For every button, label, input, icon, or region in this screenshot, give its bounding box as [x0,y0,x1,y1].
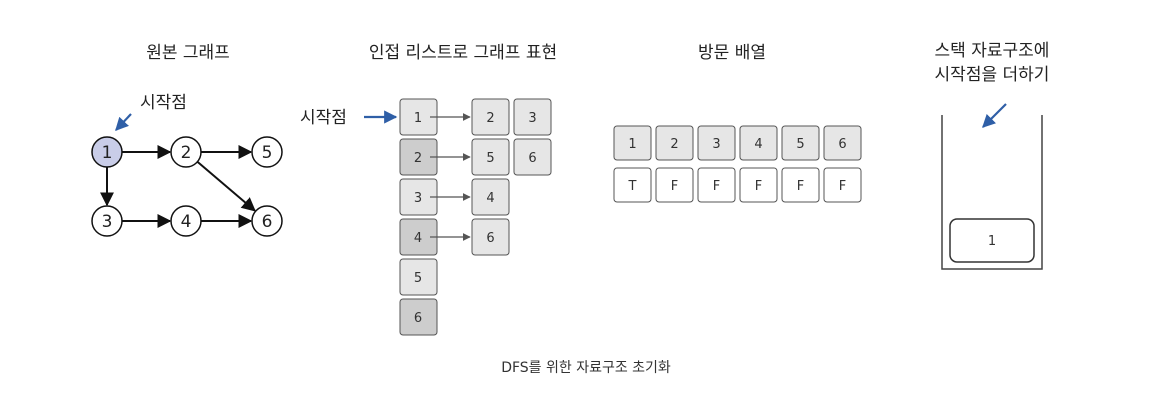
stack-title-line1: 스택 자료구조에 [935,41,1050,61]
adjacency-node-label-2: 2 [414,151,422,166]
adjacency-neighbor-label-1-3: 3 [528,111,536,126]
graph-node-3 [91,205,123,237]
adjacency-neighbor-label-2-5: 5 [486,151,494,166]
graph-start-arrow [115,113,132,131]
adjacency-neighbor-label-2-6: 6 [528,151,536,166]
adjacency-neighbor-label-1-2: 2 [486,111,494,126]
visited-value-label-1: T [628,179,637,194]
adjacency-list-title: 인접 리스트로 그래프 표현 [369,43,557,63]
visited-value-label-3: F [713,179,720,194]
visited-value-cell-3 [697,167,736,203]
adjacency-node-label-4: 4 [414,231,422,246]
visited-index-cell-5 [781,125,820,161]
stack-push-arrow [982,103,1007,128]
graph-node-2 [170,136,202,168]
visited-value-cell-4 [739,167,778,203]
stack-container [941,115,1043,270]
visited-value-cell-2 [655,167,694,203]
graph-node-label-3: 3 [102,212,113,232]
original-graph: 1 2 3 4 5 6 [91,136,283,237]
adjacency-neighbor-cell-2-5 [471,138,510,176]
stack-item-label: 1 [988,234,996,249]
adjacency-neighbor-cell-1-3 [513,98,552,136]
visited-index-cell-6 [823,125,862,161]
stack: 1 [941,103,1043,270]
graph-node-1 [91,136,123,168]
graph-node-label-1: 1 [102,143,113,163]
adjacency-neighbor-cell-2-6 [513,138,552,176]
visited-index-label-2: 2 [670,137,678,152]
visited-value-label-2: F [671,179,678,194]
visited-value-label-4: F [755,179,762,194]
visited-value-cell-6 [823,167,862,203]
visited-index-cell-3 [697,125,736,161]
visited-value-label-5: F [797,179,804,194]
adjacency-node-label-3: 3 [414,191,422,206]
visited-index-cell-4 [739,125,778,161]
adjacency-neighbor-cell-1-2 [471,98,510,136]
stack-title-line2: 시작점을 더하기 [935,65,1050,85]
visited-value-label-6: F [839,179,846,194]
visited-index-label-1: 1 [628,137,636,152]
adjacency-node-label-5: 5 [414,271,422,286]
adjacency-start-label: 시작점 [300,108,347,128]
original-graph-title: 원본 그래프 [146,43,230,63]
adjacency-node-cell-6 [399,298,438,336]
graph-node-label-5: 5 [262,143,273,163]
visited-index-cell-2 [655,125,694,161]
graph-node-4 [170,205,202,237]
adjacency-node-label-6: 6 [414,311,422,326]
visited-value-cell-5 [781,167,820,203]
adjacency-node-label-1: 1 [414,111,422,126]
visited-index-label-3: 3 [712,137,720,152]
adjacency-neighbor-cell-3-4 [471,178,510,216]
adjacency-node-cell-5 [399,258,438,296]
adjacency-list: 1 2 3 2 5 6 3 4 4 6 5 6 [399,98,552,336]
visited-array-title: 방문 배열 [698,43,766,63]
graph-node-label-6: 6 [262,212,273,232]
graph-node-label-4: 4 [181,212,192,232]
figure-caption: DFS를 위한 자료구조 초기화 [501,360,671,376]
adjacency-neighbor-cell-4-6 [471,218,510,256]
graph-edge-2-6 [196,160,256,212]
visited-index-label-6: 6 [838,137,846,152]
visited-index-cell-1 [613,125,652,161]
adjacency-neighbor-label-4-6: 6 [486,231,494,246]
graph-start-label: 시작점 [140,93,187,113]
graph-node-5 [251,136,283,168]
graph-node-6 [251,205,283,237]
visited-value-cell-1 [613,167,652,203]
stack-item [949,218,1035,263]
visited-index-label-4: 4 [754,137,762,152]
adjacency-neighbor-label-3-4: 4 [486,191,494,206]
visited-index-label-5: 5 [796,137,804,152]
visited-array: 1T 2F 3F 4F 5F 6F [613,125,862,203]
graph-node-label-2: 2 [181,143,192,163]
